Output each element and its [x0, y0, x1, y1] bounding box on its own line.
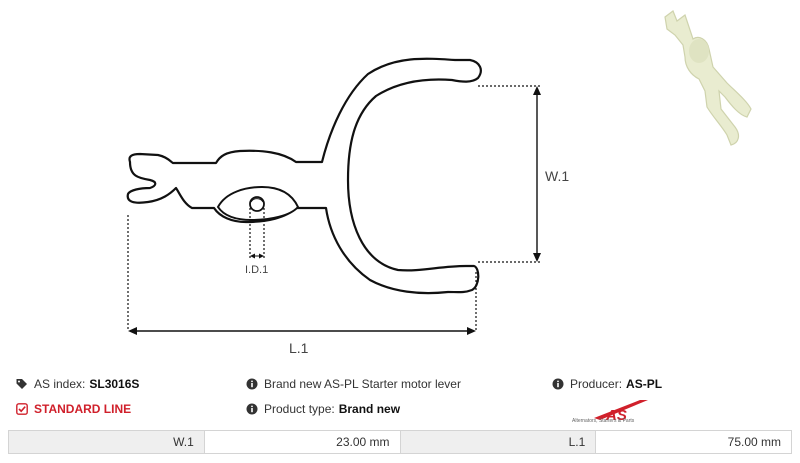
as-index: AS index: SL3016S: [16, 377, 139, 391]
product-photo: [664, 10, 752, 146]
tags-icon: [16, 379, 27, 389]
l1-arrow: [128, 327, 476, 335]
info-icon: [246, 378, 258, 390]
id1-arrow: [250, 253, 264, 259]
dimension-lines: [127, 85, 540, 330]
info-icon: [246, 403, 258, 415]
pivot-hole: [249, 196, 265, 212]
product-type: Product type: Brand new: [246, 402, 400, 416]
check-square-icon: [16, 403, 28, 415]
technical-drawing: W.1 L.1 I.D.1: [126, 10, 752, 356]
dimension-value: 75.00 mm: [595, 430, 792, 454]
w1-label: W.1: [545, 168, 569, 184]
as-index-value: SL3016S: [89, 377, 140, 391]
product-type-value: Brand new: [338, 402, 401, 416]
standard-line-label: STANDARD LINE: [34, 402, 132, 416]
table-row: W.1 23.00 mm L.1 75.00 mm: [8, 430, 792, 454]
standard-line: STANDARD LINE: [16, 402, 131, 416]
as-pl-logo: AS: [594, 400, 648, 424]
as-index-label: AS index:: [34, 377, 86, 391]
dimension-value: 23.00 mm: [203, 430, 401, 454]
product-type-label: Product type:: [264, 402, 335, 416]
id1-label: I.D.1: [245, 264, 268, 276]
info-icon: [552, 378, 564, 390]
producer-label: Producer:: [570, 377, 623, 391]
logo-tagline: Alternators, Starters & Parts: [572, 418, 635, 424]
l1-label: L.1: [289, 340, 309, 356]
description-text: Brand new AS-PL Starter motor lever: [264, 377, 461, 391]
producer: Producer: AS-PL: [552, 377, 662, 391]
dimensions-table: W.1 23.00 mm L.1 75.00 mm: [8, 430, 792, 454]
dimension-key: W.1: [8, 430, 205, 454]
lever-outline: [126, 57, 482, 295]
dimension-key: L.1: [399, 430, 597, 454]
description: Brand new AS-PL Starter motor lever: [246, 377, 461, 391]
logo-mark: AS: [605, 407, 627, 424]
w1-arrow: [533, 86, 541, 262]
producer-value: AS-PL: [626, 377, 663, 391]
